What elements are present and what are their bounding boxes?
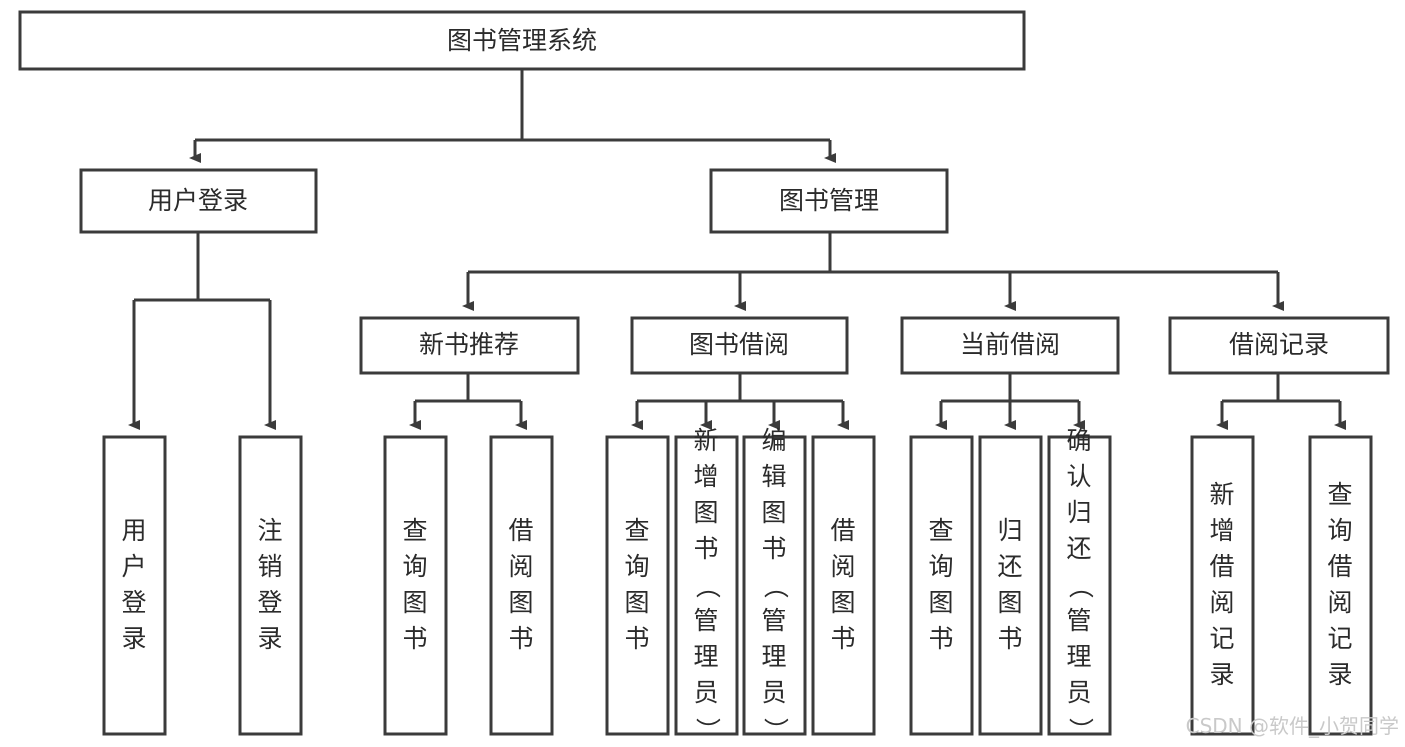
node-leaf-query-book-3-box[interactable]: [909, 435, 974, 736]
node-leaf-add-record-box[interactable]: [1190, 435, 1255, 736]
node-root-box[interactable]: [18, 10, 1026, 71]
node-new-book-recommend-label: 新书推荐: [419, 330, 519, 359]
connectors: [128, 69, 1346, 430]
node-leaf-user-logout-box[interactable]: [238, 435, 303, 736]
vertical-char: ）: [761, 717, 790, 742]
node-book-borrow-box[interactable]: [630, 316, 849, 375]
node-leaf-confirm-return-label: 确认归还管理员: [1066, 426, 1091, 707]
node-leaf-query-book-1-label: 查询图书: [402, 516, 427, 653]
node-leaf-query-record-label: 查询借阅记录: [1327, 480, 1352, 689]
node-leaf-borrow-book-1[interactable]: 借阅图书: [489, 435, 554, 736]
vertical-char: ）: [693, 717, 722, 742]
node-leaf-borrow-book-2[interactable]: 借阅图书: [811, 435, 876, 736]
node-leaf-return-book[interactable]: 归还图书: [978, 435, 1043, 736]
node-current-borrow[interactable]: 当前借阅: [900, 316, 1120, 375]
node-root[interactable]: 图书管理系统: [18, 10, 1026, 71]
node-current-borrow-box[interactable]: [900, 316, 1120, 375]
node-user-login-box[interactable]: [79, 168, 318, 234]
node-leaf-add-book-box[interactable]: [674, 435, 739, 736]
node-leaf-query-book-2-label: 查询图书: [624, 516, 649, 653]
node-leaf-query-record-box[interactable]: [1308, 435, 1373, 736]
watermark-text: CSDN @软件_小贺同学: [1186, 714, 1399, 738]
node-leaf-query-book-1[interactable]: 查询图书: [383, 435, 448, 736]
node-leaf-user-logout[interactable]: 注销登录: [238, 435, 303, 736]
vertical-char: （: [1066, 573, 1095, 598]
node-leaf-user-login-label: 用户登录: [121, 516, 146, 653]
node-leaf-query-record[interactable]: 查询借阅记录: [1308, 435, 1373, 736]
node-leaf-add-book-label: 新增图书管理员: [693, 426, 718, 707]
vertical-char: （: [761, 573, 790, 598]
node-borrow-record[interactable]: 借阅记录: [1168, 316, 1390, 375]
node-leaf-add-record[interactable]: 新增借阅记录: [1190, 435, 1255, 736]
node-leaf-query-book-3[interactable]: 查询图书: [909, 435, 974, 736]
node-leaf-user-login[interactable]: 用户登录: [102, 435, 167, 736]
node-borrow-record-label: 借阅记录: [1229, 330, 1329, 359]
node-leaf-query-book-2[interactable]: 查询图书: [605, 435, 670, 736]
node-leaf-return-book-box[interactable]: [978, 435, 1043, 736]
node-new-book-recommend-box[interactable]: [359, 316, 580, 375]
node-leaf-borrow-book-2-box[interactable]: [811, 435, 876, 736]
node-current-borrow-label: 当前借阅: [960, 330, 1060, 359]
node-leaf-edit-book-box[interactable]: [742, 435, 807, 736]
node-leaf-borrow-book-1-label: 借阅图书: [508, 516, 533, 653]
node-leaf-borrow-book-1-box[interactable]: [489, 435, 554, 736]
node-leaf-user-logout-label: 注销登录: [257, 516, 282, 653]
node-user-login-label: 用户登录: [148, 186, 248, 215]
node-leaf-query-book-3-label: 查询图书: [928, 516, 953, 653]
node-leaf-query-book-1-box[interactable]: [383, 435, 448, 736]
node-leaf-add-record-label: 新增借阅记录: [1209, 480, 1234, 689]
node-user-login[interactable]: 用户登录: [79, 168, 318, 234]
node-leaf-return-book-label: 归还图书: [997, 516, 1022, 653]
node-leaf-borrow-book-2-label: 借阅图书: [830, 516, 855, 653]
node-book-borrow[interactable]: 图书借阅: [630, 316, 849, 375]
node-book-borrow-label: 图书借阅: [689, 330, 789, 359]
node-leaf-confirm-return-box[interactable]: [1047, 435, 1112, 736]
node-leaf-edit-book-label: 编辑图书管理员: [761, 426, 786, 707]
node-book-manage[interactable]: 图书管理: [709, 168, 949, 234]
vertical-char: ）: [1066, 717, 1095, 742]
node-leaf-user-login-box[interactable]: [102, 435, 167, 736]
node-leaf-confirm-return[interactable]: 确认归还管理员 （ ）: [1047, 426, 1112, 743]
node-new-book-recommend[interactable]: 新书推荐: [359, 316, 580, 375]
node-leaf-edit-book[interactable]: 编辑图书管理员 （ ）: [742, 426, 807, 743]
node-root-label: 图书管理系统: [447, 26, 597, 55]
node-borrow-record-box[interactable]: [1168, 316, 1390, 375]
node-leaf-add-book[interactable]: 新增图书管理员 （ ）: [674, 426, 739, 743]
node-book-manage-label: 图书管理: [779, 186, 879, 215]
node-book-manage-box[interactable]: [709, 168, 949, 234]
node-leaf-query-book-2-box[interactable]: [605, 435, 670, 736]
vertical-char: （: [693, 573, 722, 598]
